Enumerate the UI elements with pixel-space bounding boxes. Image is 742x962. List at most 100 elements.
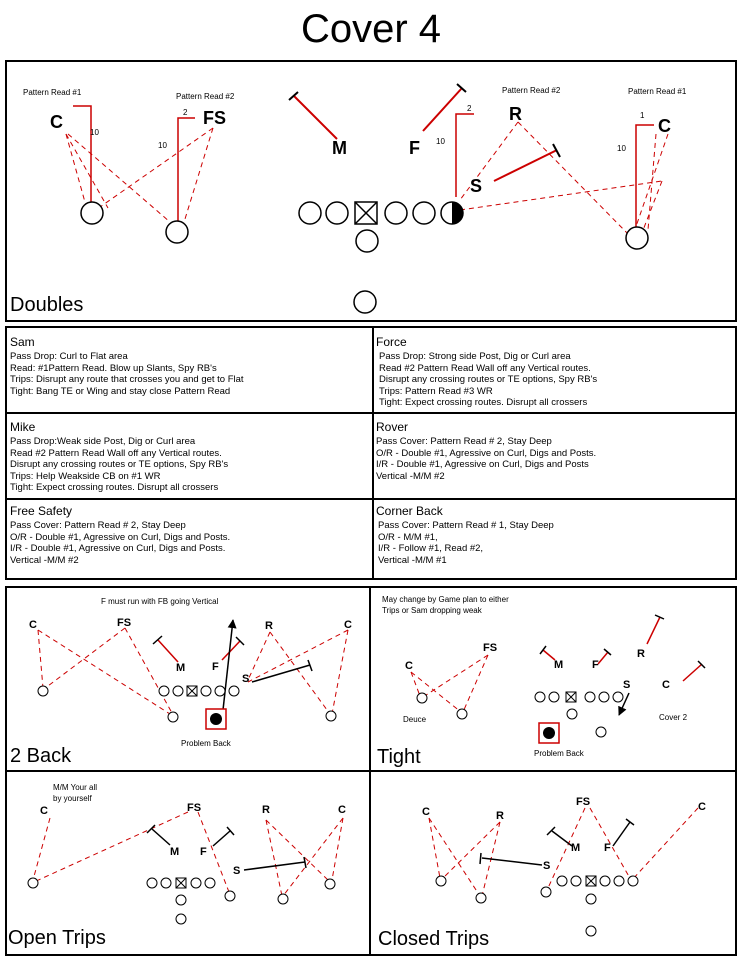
role-line: Disrupt any crossing routes or TE option…	[10, 459, 229, 471]
page-title: Cover 4	[300, 7, 442, 51]
depth-label: 2	[467, 104, 472, 113]
role-line: Read #2 Pattern Read Wall off any Vertic…	[379, 362, 591, 374]
defender-m: M	[176, 662, 185, 674]
role-rover: Rover Pass Cover: Pattern Read # 2, Stay…	[373, 417, 735, 482]
role-line: Tight: Bang TE or Wing and stay close Pa…	[10, 385, 231, 397]
tight-diagram: May change by Game plan to either Trips …	[377, 595, 706, 768]
depth-label: 10	[617, 144, 626, 153]
defender-r: R	[265, 620, 273, 632]
defender-r: R	[637, 648, 645, 660]
drop-line	[226, 826, 235, 836]
drop-line	[654, 614, 665, 620]
drop-line	[542, 649, 556, 661]
role-title: Corner Back	[376, 504, 443, 518]
defender-m: M	[554, 659, 563, 671]
drop-line	[151, 828, 171, 846]
drop-line	[303, 856, 307, 869]
route-arrow	[618, 692, 630, 716]
drop-line	[481, 857, 543, 866]
drop-line	[682, 663, 703, 682]
deuce-label: Deuce	[403, 715, 427, 724]
drop-line	[625, 818, 635, 826]
drop-line	[293, 95, 338, 140]
role-line: I/R - Follow #1, Read #2,	[378, 543, 484, 555]
defender-f: F	[604, 842, 611, 854]
defender-m: M	[571, 842, 580, 854]
role-force: Force Pass Drop: Strong side Post, Dig o…	[373, 332, 735, 409]
route-line	[455, 113, 474, 197]
role-line: Pass Cover: Pattern Read # 1, Stay Deep	[378, 520, 554, 531]
role-line: Pass Drop: Strong side Post, Dig or Curl…	[379, 351, 571, 362]
role-line: O/R - M/M #1,	[378, 531, 438, 543]
formation-label: Doubles	[10, 294, 83, 316]
drop-line	[546, 826, 556, 836]
vertical-route-arrow	[222, 619, 237, 711]
pattern-read-label: Pattern Read #1	[628, 87, 687, 96]
role-title: Rover	[376, 420, 409, 434]
coverage-lines	[32, 811, 344, 897]
diagram-note: by yourself	[53, 794, 92, 803]
closed-trips-diagram: C R FS M F S C Closed Trips	[378, 796, 706, 950]
problem-back-label: Problem Back	[534, 749, 585, 758]
formation-label: Tight	[377, 746, 421, 768]
drop-line	[539, 645, 547, 655]
role-corner-back: Corner Back Pass Cover: Pattern Read # 1…	[373, 501, 735, 566]
defender-c: C	[40, 805, 48, 817]
defender-s: S	[233, 865, 240, 877]
role-line: I/R - Double #1, Agressive on Curl, Digs…	[10, 543, 226, 555]
problem-back-circle	[543, 727, 555, 739]
drop-line	[422, 87, 463, 132]
route-line	[635, 124, 654, 235]
formation-label: Closed Trips	[378, 928, 489, 950]
defender-fs: FS	[576, 796, 590, 808]
diagram-note: M/M Your all	[53, 783, 97, 792]
grid-divider-vertical	[372, 328, 374, 578]
role-title: Mike	[10, 420, 36, 434]
drop-line	[157, 639, 179, 663]
defender-fs: FS	[117, 617, 131, 629]
defender-f: F	[200, 846, 207, 858]
role-line: Disrupt any crossing routes or TE option…	[379, 374, 598, 386]
role-line: Pass Cover: Pattern Read # 2, Stay Deep	[376, 436, 552, 447]
pattern-read-label: Pattern Read #1	[23, 88, 82, 97]
diagram-note: Trips or Sam dropping weak	[382, 606, 483, 615]
depth-label: 10	[158, 141, 167, 150]
pattern-read-label: Pattern Read #2	[502, 86, 561, 95]
drop-line	[152, 635, 163, 645]
defender-f: F	[592, 659, 599, 671]
cover2-label: Cover 2	[659, 713, 688, 722]
drop-line	[697, 660, 706, 669]
drop-line	[146, 824, 156, 834]
defender-c: C	[344, 619, 352, 631]
defender-c: C	[29, 619, 37, 631]
drop-line	[479, 852, 482, 865]
offensive-line	[298, 201, 436, 314]
role-line: Pass Drop:Weak side Post, Dig or Curl ar…	[10, 436, 196, 447]
defender-s: S	[623, 679, 630, 691]
role-line: Tight: Expect crossing routes. Disrupt a…	[10, 482, 219, 494]
grid-divider-1	[7, 412, 735, 414]
defender-c: C	[698, 801, 706, 813]
drop-line	[612, 821, 631, 847]
role-line: Tight: Expect crossing routes. Disrupt a…	[379, 397, 588, 409]
depth-label: 1	[640, 111, 645, 120]
defender-fs: FS	[203, 108, 226, 128]
role-sam: Sam Pass Drop: Curl to Flat area Read: #…	[7, 332, 372, 397]
diagram-note: F must run with FB going Vertical	[101, 597, 219, 606]
defender-f: F	[409, 138, 420, 158]
role-line: Read: #1Pattern Read. Blow up Slants, Sp…	[10, 362, 217, 374]
defender-m: M	[332, 138, 347, 158]
drop-line	[251, 664, 311, 683]
role-line: Trips: Help Weakside CB on #1 WR	[10, 470, 161, 482]
receiver-circle	[165, 220, 189, 244]
problem-back-circle	[210, 713, 222, 725]
defender-c: C	[658, 116, 671, 136]
role-title: Force	[376, 335, 407, 349]
depth-label: 10	[436, 137, 445, 146]
tight-end-half	[452, 202, 463, 224]
coverage-lines	[410, 654, 489, 713]
doubles-diagram: Pattern Read #1 Pattern Read #2 Pattern …	[10, 83, 687, 316]
drop-line	[307, 659, 313, 672]
route-line	[177, 117, 195, 228]
drop-line	[597, 651, 609, 665]
